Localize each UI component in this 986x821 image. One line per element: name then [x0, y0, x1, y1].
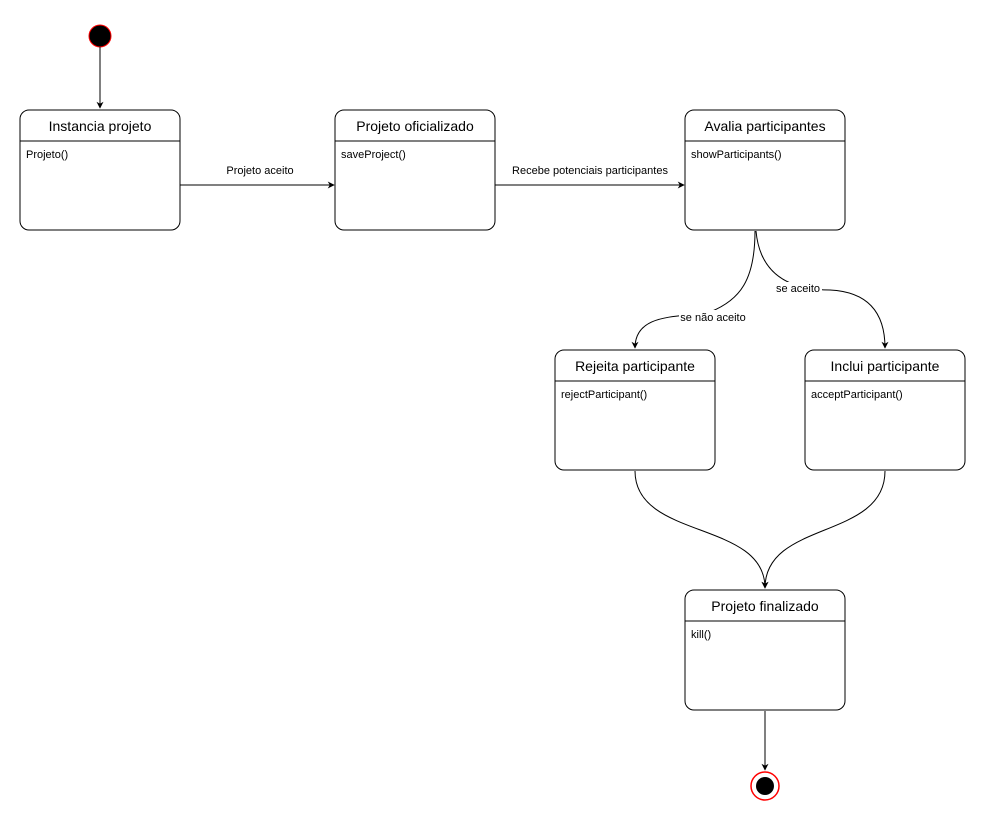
state-title: Projeto oficializado: [356, 118, 474, 134]
state-method: kill(): [691, 629, 711, 641]
state-title: Avalia participantes: [704, 118, 825, 134]
state-title: Projeto finalizado: [711, 598, 819, 614]
edge-label-se-aceito-bg: [774, 282, 822, 296]
state-method: showParticipants(): [691, 149, 781, 161]
state-avalia-participantes[interactable]: Avalia participantes showParticipants(): [684, 109, 846, 231]
final-state[interactable]: [750, 771, 780, 801]
state-title: Inclui participante: [831, 358, 940, 374]
state-projeto-oficializado[interactable]: Projeto oficializado saveProject(): [334, 109, 496, 231]
edge-inclui-to-finalizado: [761, 470, 886, 589]
edge-avalia-to-rejeita: [631, 230, 756, 349]
state-instancia-projeto[interactable]: Instancia projeto Projeto(): [19, 109, 181, 231]
state-title: Rejeita participante: [575, 358, 695, 374]
state-method: acceptParticipant(): [811, 389, 903, 401]
state-method: Projeto(): [26, 149, 68, 161]
state-method: saveProject(): [341, 149, 406, 161]
initial-state[interactable]: [88, 24, 112, 48]
state-rejeita-participante[interactable]: Rejeita participante rejectParticipant(): [554, 349, 716, 471]
edge-label-se-aceito: se aceito: [776, 283, 820, 295]
state-title: Instancia projeto: [49, 118, 152, 134]
state-inclui-participante[interactable]: Inclui participante acceptParticipant(): [804, 349, 966, 471]
edge-avalia-to-inclui: [755, 230, 889, 349]
state-method: rejectParticipant(): [561, 389, 647, 401]
edge-label-recebe-participantes: Recebe potenciais participantes: [512, 165, 668, 177]
edge-label-se-nao-aceito: se não aceito: [680, 312, 745, 324]
edge-label-nao-aceito-bg: [679, 310, 747, 324]
edge-label-projeto-aceito: Projeto aceito: [226, 165, 293, 177]
edge-rejeita-to-finalizado: [634, 470, 769, 589]
state-projeto-finalizado[interactable]: Projeto finalizado kill(): [684, 589, 846, 711]
